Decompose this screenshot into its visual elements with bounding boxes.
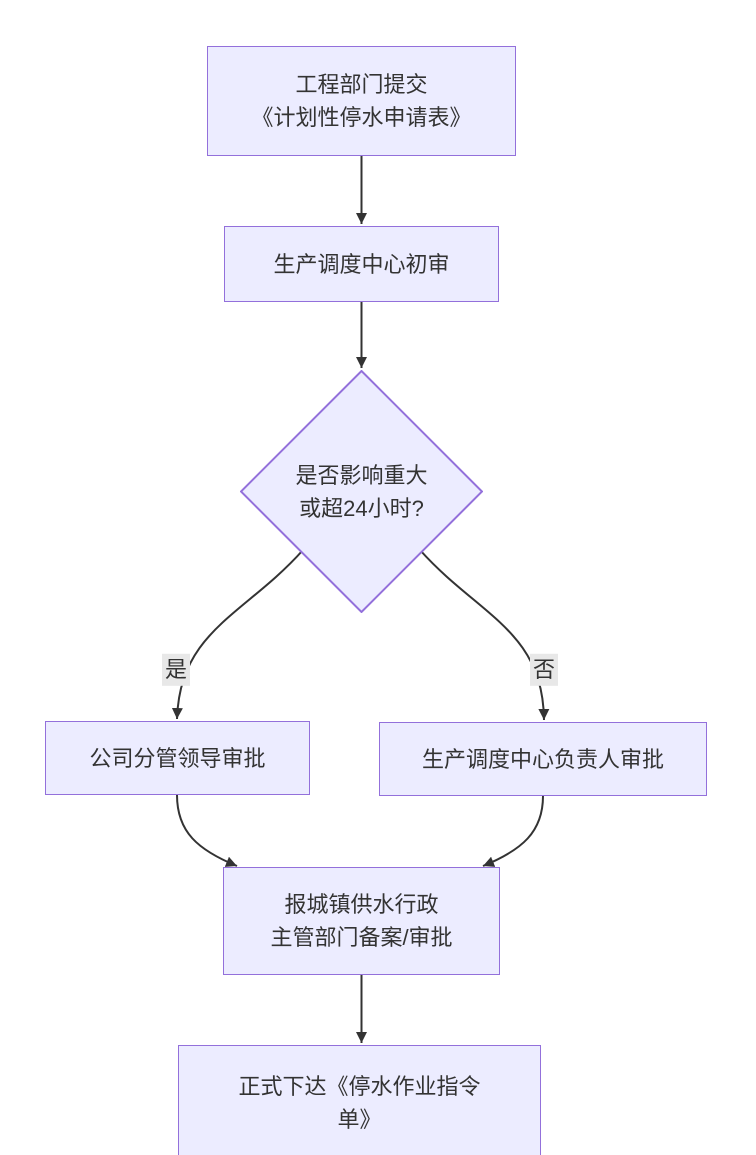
node-initial-review: 生产调度中心初审 [224,226,499,302]
node-decision-major-impact: 是否影响重大 或超24小时? [240,370,483,613]
node-leader-approval: 公司分管领导审批 [45,721,310,795]
node-report-authority: 报城镇供水行政 主管部门备案/审批 [223,867,500,975]
node-center-head-approval-label: 生产调度中心负责人审批 [421,746,664,772]
diamond-shape [240,370,483,613]
node-submit-application-label: 工程部门提交 《计划性停水申请表》 [251,72,472,130]
node-center-head-approval: 生产调度中心负责人审批 [379,722,707,796]
node-initial-review-label: 生产调度中心初审 [273,251,450,277]
edge-label-yes: 是 [161,653,191,687]
edge-leader-to-report [176,794,238,867]
node-report-authority-label: 报城镇供水行政 主管部门备案/审批 [270,892,453,950]
node-issue-order-label: 正式下达《停水作业指令 单》 [238,1073,481,1132]
node-decision-label: 是否影响重大 或超24小时? [295,462,428,521]
edge-decision-to-leader-yes [171,549,304,720]
edge-decision-to-center-no [419,549,550,721]
edge-label-no: 否 [529,653,559,687]
edge-center-to-report [482,795,544,867]
node-leader-approval-label: 公司分管领导审批 [89,745,266,771]
node-submit-application: 工程部门提交 《计划性停水申请表》 [207,46,516,156]
node-issue-order: 正式下达《停水作业指令 单》 [178,1045,541,1155]
